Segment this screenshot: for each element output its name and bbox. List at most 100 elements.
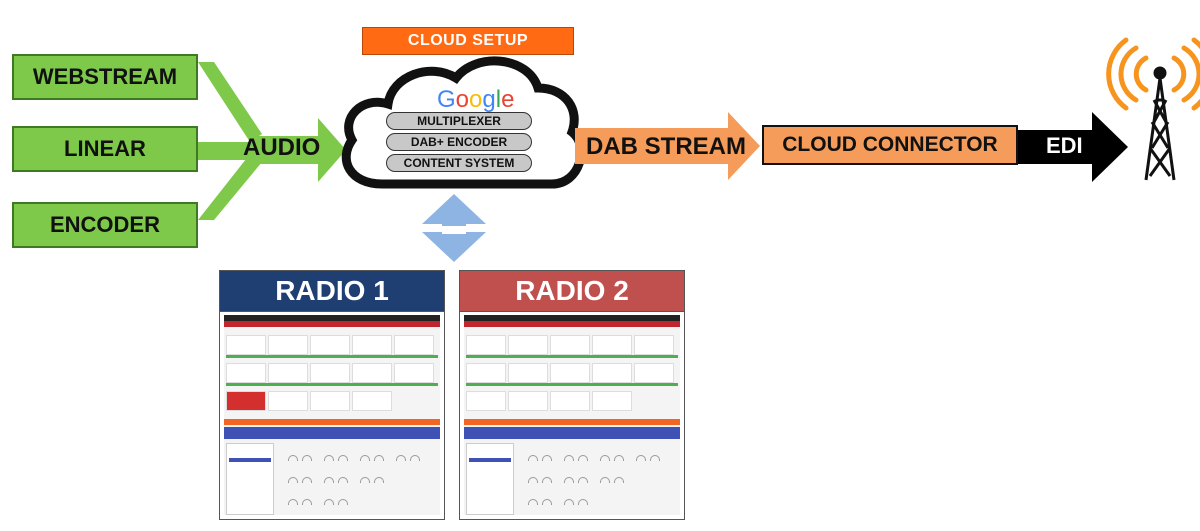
thumb-tile <box>226 391 266 411</box>
thumb-gauge <box>410 455 420 461</box>
thumb-topbar <box>224 315 440 321</box>
thumb-gauge <box>614 455 624 461</box>
multiplexer-pill: MULTIPLEXER <box>386 112 532 130</box>
thumb-gauge <box>374 477 384 483</box>
thumb-gauge <box>302 455 312 461</box>
edi-arrow <box>1018 112 1128 182</box>
thumb-tile <box>226 363 266 383</box>
thumb-gauge <box>360 477 370 483</box>
thumb-topbar <box>464 315 680 321</box>
thumb-tile <box>466 391 506 411</box>
linear-arrow <box>198 142 250 160</box>
thumb-gauge <box>338 455 348 461</box>
dab-stream-label: DAB STREAM <box>586 133 746 160</box>
thumb-tile <box>352 335 392 355</box>
thumb-tile <box>268 363 308 383</box>
thumb-green-bar <box>226 383 438 386</box>
thumb-tile <box>310 335 350 355</box>
radio-1-panel: RADIO 1 <box>219 270 445 520</box>
logo-letter: o <box>455 86 470 113</box>
thumb-tile <box>310 391 350 411</box>
thumb-green-bar <box>466 355 678 358</box>
thumb-blue-bar <box>464 427 680 439</box>
thumb-tile <box>310 363 350 383</box>
thumb-gauge <box>578 477 588 483</box>
audio-arrow <box>250 118 346 182</box>
thumb-tile <box>634 363 674 383</box>
thumb-navbar <box>224 321 440 327</box>
thumb-gauge <box>302 499 312 505</box>
radio-2-header: RADIO 2 <box>460 271 684 312</box>
thumb-green-bar <box>466 383 678 386</box>
thumb-gauge <box>324 477 334 483</box>
thumb-gauge <box>578 455 588 461</box>
dab-encoder-pill: DAB+ ENCODER <box>386 133 532 151</box>
thumb-gauge <box>600 455 610 461</box>
thumb-gauge <box>288 499 298 505</box>
thumb-gauge <box>636 455 646 461</box>
radio-2-dashboard-thumbnail <box>464 315 680 515</box>
thumb-sidebar <box>466 443 514 515</box>
content-system-pill: CONTENT SYSTEM <box>386 154 532 172</box>
logo-letter: g <box>482 86 496 113</box>
thumb-blue-bar <box>224 427 440 439</box>
thumb-tile <box>268 391 308 411</box>
thumb-tile <box>508 363 548 383</box>
webstream-box: WEBSTREAM <box>12 54 198 100</box>
thumb-tile <box>550 335 590 355</box>
thumb-gauge <box>528 455 538 461</box>
radio-1-dashboard-thumbnail <box>224 315 440 515</box>
thumb-gauge <box>578 499 588 505</box>
logo-letter: G <box>437 86 456 113</box>
thumb-orange-bar <box>224 419 440 425</box>
thumb-tile <box>592 391 632 411</box>
thumb-gauge <box>600 477 610 483</box>
thumb-gauge <box>338 499 348 505</box>
thumb-gauge <box>288 455 298 461</box>
thumb-gauge <box>374 455 384 461</box>
cloud-connector-box: CLOUD CONNECTOR <box>762 125 1018 165</box>
encoder-arrow <box>198 154 262 220</box>
thumb-tile <box>352 363 392 383</box>
thumb-gauge <box>614 477 624 483</box>
audio-label: AUDIO <box>243 134 321 161</box>
thumb-tile <box>550 363 590 383</box>
edi-label: EDI <box>1046 133 1083 158</box>
thumb-gauge <box>528 499 538 505</box>
thumb-sidebar-active <box>469 458 511 462</box>
thumb-gauge <box>288 477 298 483</box>
cloud-setup-banner: CLOUD SETUP <box>362 27 574 55</box>
thumb-orange-bar <box>464 419 680 425</box>
thumb-tile <box>592 335 632 355</box>
thumb-gauge <box>564 477 574 483</box>
thumb-tile <box>508 391 548 411</box>
thumb-sidebar <box>226 443 274 515</box>
thumb-navbar <box>464 321 680 327</box>
thumb-tile <box>466 335 506 355</box>
thumb-tile <box>352 391 392 411</box>
encoder-box: ENCODER <box>12 202 198 248</box>
thumb-tile <box>268 335 308 355</box>
thumb-tile <box>394 335 434 355</box>
broadcast-waves-icon <box>1106 37 1200 111</box>
sync-arrow <box>422 194 486 262</box>
thumb-gauge <box>542 499 552 505</box>
antenna-tower-icon <box>1144 66 1176 181</box>
google-logo: Google <box>437 86 514 114</box>
thumb-gauge <box>396 455 406 461</box>
thumb-tile <box>466 363 506 383</box>
radio-2-panel: RADIO 2 <box>459 270 685 520</box>
thumb-tile <box>226 335 266 355</box>
thumb-tile <box>550 391 590 411</box>
logo-letter: l <box>495 86 502 113</box>
thumb-tile <box>634 335 674 355</box>
dab-stream-arrow <box>575 112 760 180</box>
logo-letter: e <box>501 86 515 113</box>
thumb-gauge <box>528 477 538 483</box>
thumb-tile <box>394 363 434 383</box>
thumb-gauge <box>650 455 660 461</box>
logo-letter: o <box>469 86 483 113</box>
thumb-gauge <box>360 455 370 461</box>
thumb-gauge <box>542 455 552 461</box>
